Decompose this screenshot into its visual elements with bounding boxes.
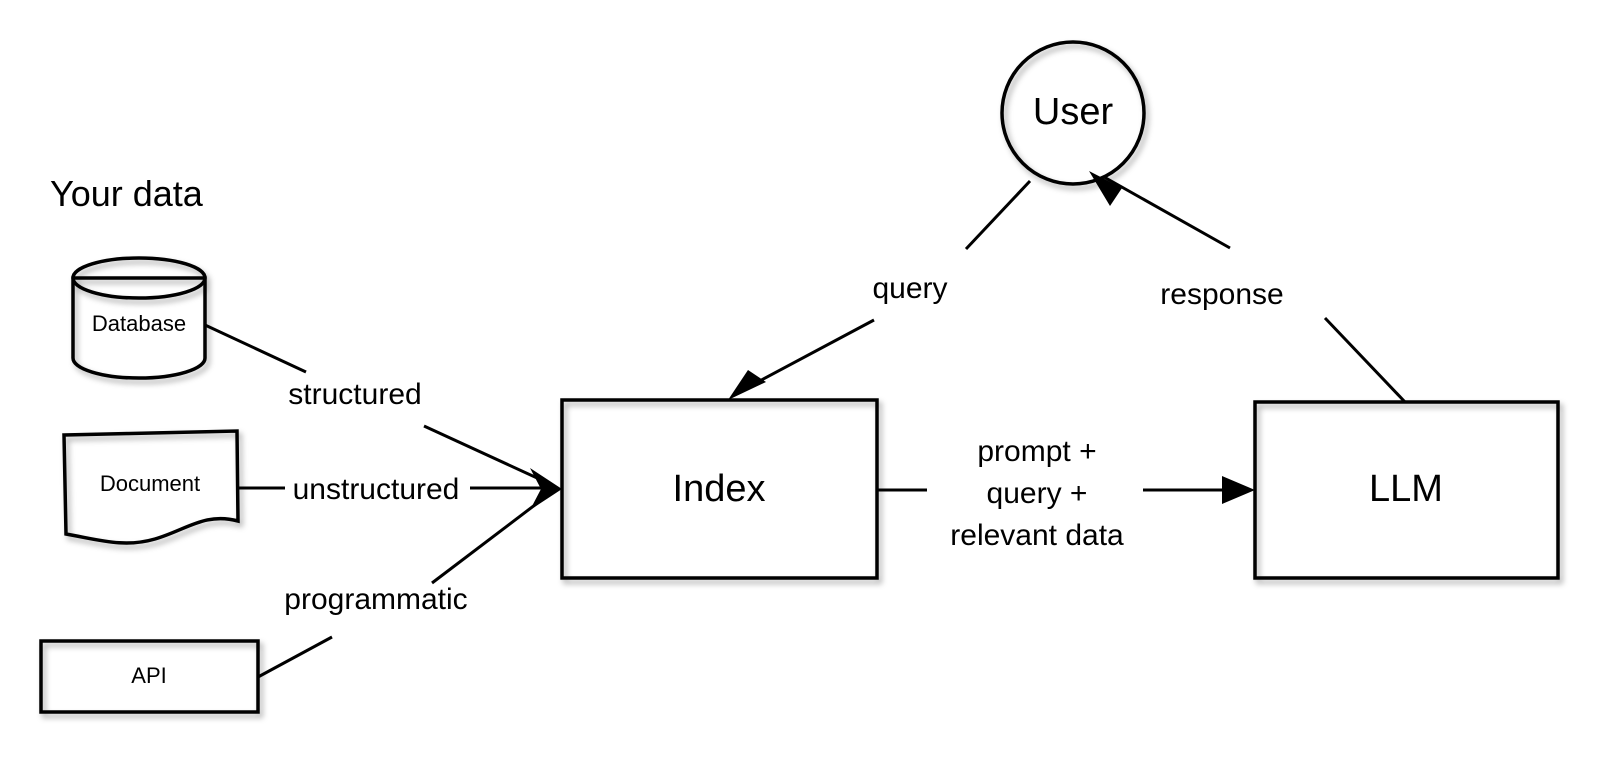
edge-database-index: [204, 323, 549, 485]
edge-label-structured: structured: [288, 378, 421, 411]
node-database[interactable]: [71, 256, 207, 380]
database-cylinder-body: [71, 276, 207, 380]
edge-user-index-segment-1: [964, 179, 1032, 251]
edge-user-index-arrowhead: [728, 370, 766, 400]
database-label: Database: [92, 311, 186, 336]
edge-label-query: query: [872, 272, 947, 305]
edge-llm-user-arrowhead: [1089, 171, 1122, 206]
edge-database-index-segment-1: [204, 323, 307, 374]
index-input-arrowhead: [530, 468, 562, 510]
edge-llm-user: [1089, 171, 1407, 404]
database-cylinder-top: [71, 256, 207, 300]
node-document[interactable]: [62, 429, 240, 545]
edge-label-prompt-line1: prompt +: [977, 435, 1096, 468]
edge-user-index: [728, 179, 1032, 400]
llm-label: LLM: [1369, 468, 1443, 510]
edge-database-index-segment-2: [423, 424, 549, 485]
api-label: API: [131, 663, 166, 688]
edge-label-response: response: [1160, 278, 1283, 311]
edge-api-index-segment-2: [431, 493, 549, 585]
edge-label-unstructured: unstructured: [293, 473, 460, 506]
edge-llm-user-segment-1: [1323, 316, 1407, 404]
node-user[interactable]: [1000, 40, 1146, 186]
edge-api-index-segment-1: [257, 635, 333, 679]
edge-llm-user-segment-2: [1103, 175, 1231, 250]
edge-label-prompt-line3: relevant data: [950, 519, 1124, 552]
edge-label-prompt-line2: query +: [987, 477, 1088, 510]
user-label: User: [1033, 91, 1114, 133]
user-circle: [1000, 40, 1146, 186]
edge-index-llm: [877, 476, 1255, 504]
edge-index-llm-arrowhead: [1222, 476, 1255, 504]
section-title-your-data: Your data: [50, 173, 204, 214]
edge-api-index: [257, 493, 549, 679]
edge-label-programmatic: programmatic: [284, 583, 467, 616]
document-label: Document: [100, 471, 200, 496]
index-label: Index: [673, 468, 766, 510]
document-shape: [62, 429, 240, 545]
